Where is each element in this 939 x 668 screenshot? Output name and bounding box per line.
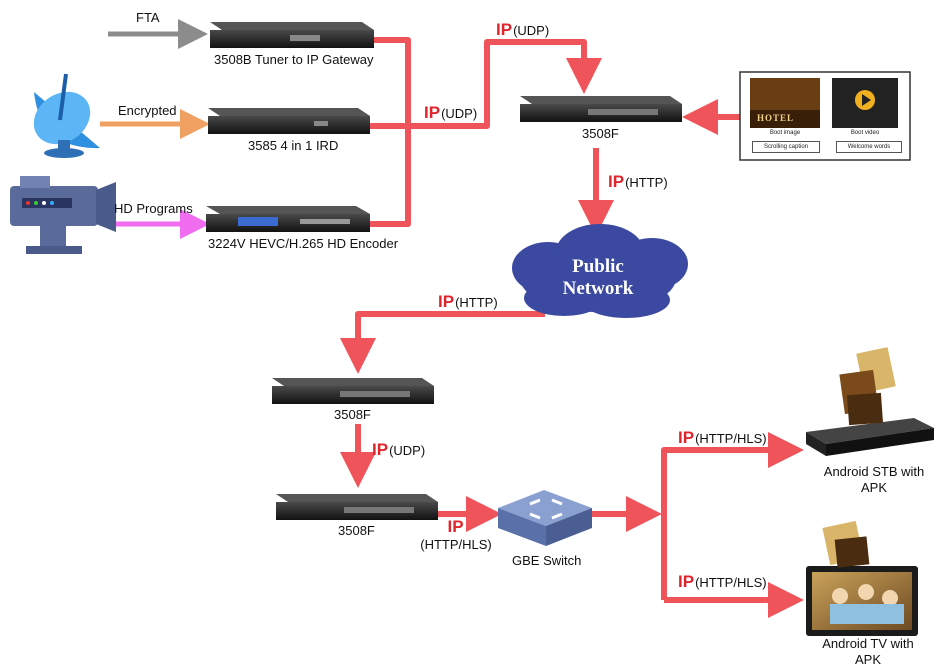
gbe-switch-icon [498, 490, 592, 546]
encrypted-label: Encrypted [118, 103, 177, 118]
stb-label-line1: Android STB with [823, 464, 925, 479]
f-mid-label: 3508F [334, 407, 371, 422]
boot-image-caption: Boot image [769, 130, 801, 136]
tv-label: Android TV with APK [806, 636, 930, 668]
f-top-label: 3508F [582, 126, 619, 141]
ip-udp-lower-label: IP(UDP) [372, 440, 425, 460]
cloud-to-3508f-link [340, 311, 545, 374]
ip-protocol: (HTTP/HLS) [420, 537, 492, 552]
ip-mark: IP [424, 103, 441, 122]
ip-http-hls-switch-label: IP (HTTP/HLS) [416, 518, 496, 554]
ip-http-hls-stb-label: IP(HTTP/HLS) [678, 428, 767, 448]
encoder-device [206, 206, 370, 232]
ip-protocol: (UDP) [513, 23, 550, 38]
android-stb-icon [806, 347, 934, 456]
stb-label-line2: APK [860, 480, 887, 495]
cloud-label: Public Network [548, 256, 648, 300]
hd-programs-label: HD Programs [114, 201, 193, 216]
f-mid-device [272, 378, 434, 404]
f-bottom-device [276, 494, 438, 520]
ird-device [208, 108, 370, 134]
fta-label: FTA [136, 10, 160, 25]
ip-protocol: (HTTP) [455, 295, 498, 310]
tv-label-line2: APK [854, 652, 881, 667]
gateway-label: 3508B Tuner to IP Gateway [214, 52, 374, 67]
ip-udp-top-label: IP(UDP) [496, 20, 549, 40]
tv-label-line1: Android TV with [822, 636, 914, 651]
gateway-device [210, 22, 374, 48]
branch-to-devices [661, 432, 804, 600]
ip-protocol: (HTTP/HLS) [695, 431, 767, 446]
collector-links [368, 37, 587, 227]
ip-protocol: (HTTP/HLS) [695, 575, 767, 590]
ip-udp-mid-label: IP(UDP) [424, 103, 477, 123]
ip-http-hls-tv-label: IP(HTTP/HLS) [678, 572, 767, 592]
hotel-sign: HOTEL [757, 113, 795, 123]
boot-video-caption: Boot video [850, 130, 880, 136]
stb-label: Android STB with APK [812, 464, 936, 496]
ip-mark: IP [678, 428, 695, 447]
ip-mark: IP [678, 572, 695, 591]
ip-http-a-label: IP(HTTP) [608, 172, 668, 192]
ip-protocol: (UDP) [441, 106, 478, 121]
f-top-device [520, 96, 682, 122]
ip-mark: IP [438, 292, 455, 311]
cloud-label-line1: Public [572, 256, 624, 277]
ip-mark: IP [496, 20, 513, 39]
android-tv-icon [806, 520, 918, 636]
ip-protocol: (HTTP) [625, 175, 668, 190]
ip-mark: IP [372, 440, 389, 459]
ip-mark: IP [447, 517, 464, 536]
welcome-words-box: Welcome words [836, 141, 902, 153]
f-bottom-label: 3508F [338, 523, 375, 538]
encoder-label: 3224V HEVC/H.265 HD Encoder [208, 236, 399, 251]
video-camera-icon [10, 176, 116, 254]
cloud-label-line2: Network [562, 278, 634, 299]
ip-mark: IP [608, 172, 625, 191]
satellite-dish-icon [33, 73, 100, 158]
public-network-cloud [512, 224, 688, 318]
ip-protocol: (UDP) [389, 443, 426, 458]
switch-label: GBE Switch [512, 553, 582, 568]
ird-label: 3585 4 in 1 IRD [248, 138, 339, 153]
scrolling-caption-box: Scrolling caption [752, 141, 820, 153]
ip-http-b-label: IP(HTTP) [438, 292, 498, 312]
